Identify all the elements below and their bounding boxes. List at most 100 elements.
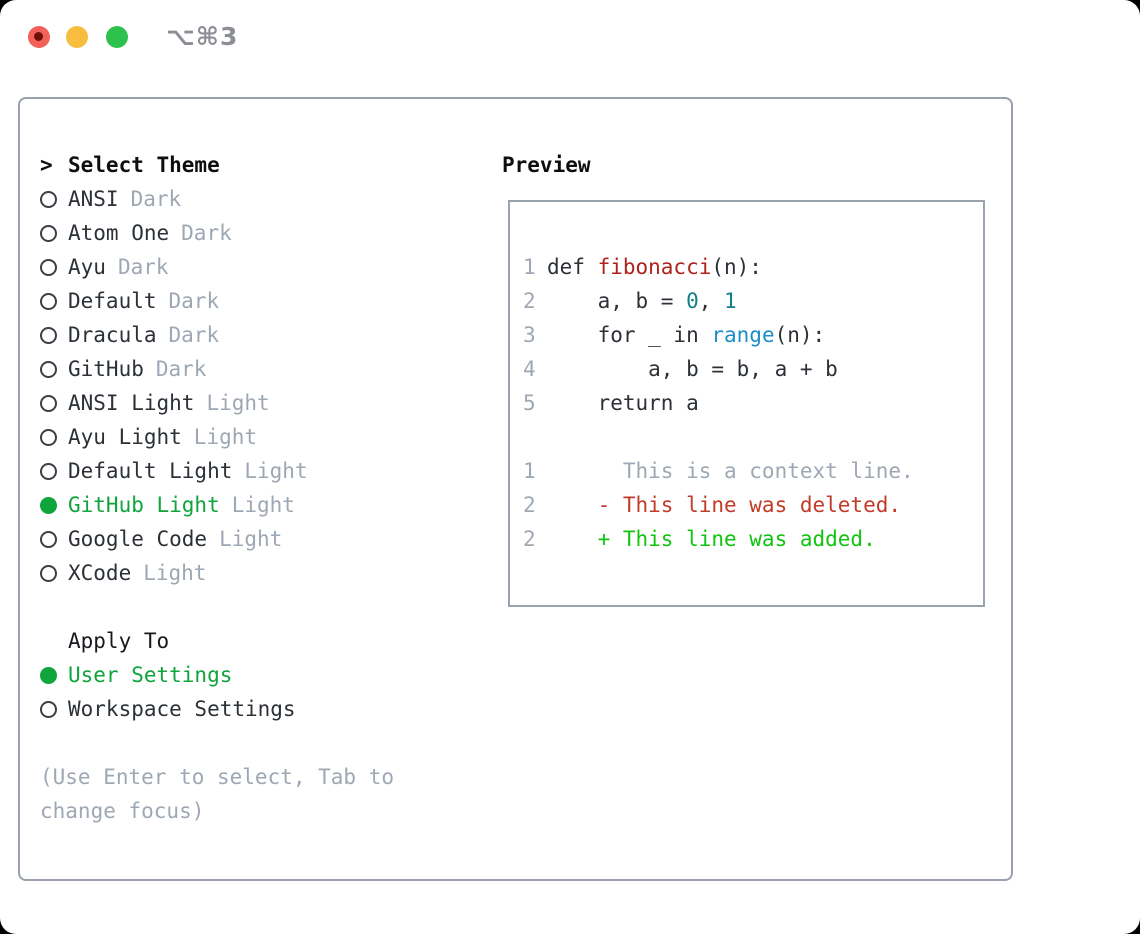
preview-line: 3 for _ in range(n): <box>523 318 914 352</box>
theme-option[interactable]: GitHub Dark <box>40 352 480 386</box>
minimize-button[interactable] <box>66 26 88 48</box>
radio-icon <box>40 428 57 446</box>
variant-tag: Light <box>231 493 295 517</box>
spacer <box>40 590 480 624</box>
variant-tag: Light <box>193 425 258 449</box>
line-number: 1 <box>523 459 536 483</box>
preview-title: Preview <box>502 153 591 177</box>
theme-option[interactable]: ANSI Light Light <box>40 386 480 420</box>
preview-line: 2 - This line was deleted. <box>523 488 914 522</box>
cursor-icon: > <box>40 153 53 177</box>
theme-option[interactable]: Default Light Light <box>40 454 480 488</box>
option-label: Dracula <box>68 323 157 347</box>
code-token: , <box>698 289 725 313</box>
code-token: 1 <box>724 289 737 313</box>
theme-option[interactable]: Ayu Dark <box>40 250 480 284</box>
theme-option[interactable]: Atom One Dark <box>40 216 480 250</box>
radio-icon <box>40 530 57 548</box>
code-token: This is a context line. <box>547 459 914 483</box>
spacer <box>40 726 480 760</box>
radio-icon <box>40 394 57 412</box>
radio-icon <box>40 360 57 378</box>
theme-option[interactable]: Ayu Light Light <box>40 420 480 454</box>
code-token: (n): <box>774 323 826 347</box>
variant-tag: Dark <box>117 255 169 279</box>
preview-line: 1 def fibonacci(n): <box>523 250 914 284</box>
code-token: + This line was added. <box>547 527 876 551</box>
title-bar: ⌥⌘3 <box>0 0 1140 74</box>
option-label: ANSI <box>68 187 119 211</box>
select-theme-header: Select Theme <box>68 153 220 177</box>
code-token: a, b = <box>547 289 687 313</box>
option-label: GitHub Light <box>68 493 220 517</box>
line-number: 2 <box>523 493 536 517</box>
option-label: Atom One <box>68 221 170 245</box>
radio-icon <box>40 292 57 310</box>
close-button[interactable] <box>28 26 50 48</box>
code-token: def <box>547 255 598 279</box>
line-number: 4 <box>523 357 536 381</box>
apply-to-header-row: Apply To <box>40 624 480 658</box>
preview-line: 2 + This line was added. <box>523 522 914 556</box>
line-number: 1 <box>523 255 536 279</box>
apply-to-option-selected[interactable]: User Settings <box>40 658 480 692</box>
radio-icon <box>40 564 57 582</box>
option-label: User Settings <box>68 663 233 687</box>
theme-option-selected[interactable]: GitHub Light Light <box>40 488 480 522</box>
variant-tag: Dark <box>130 187 182 211</box>
code-token: 0 <box>686 289 699 313</box>
line-number: 2 <box>523 289 536 313</box>
option-label: Ayu Light <box>68 425 182 449</box>
radio-icon <box>40 462 57 480</box>
option-label: Ayu <box>68 255 106 279</box>
select-theme-header-row: > Select Theme <box>40 148 480 182</box>
preview-line: 4 a, b = b, a + b <box>523 352 914 386</box>
preview-line: 1 This is a context line. <box>523 454 914 488</box>
line-number: 2 <box>523 527 536 551</box>
radio-selected-icon <box>40 496 57 514</box>
option-label: Google Code <box>68 527 208 551</box>
theme-option[interactable]: ANSI Dark <box>40 182 480 216</box>
variant-tag: Light <box>244 459 308 483</box>
theme-option[interactable]: Default Dark <box>40 284 480 318</box>
option-label: GitHub <box>68 357 144 381</box>
variant-tag: Light <box>206 391 270 415</box>
line-number: 3 <box>523 323 536 347</box>
variant-tag: Dark <box>155 357 207 381</box>
code-token: range <box>711 323 775 347</box>
option-label: Workspace Settings <box>68 697 296 721</box>
radio-icon <box>40 326 57 344</box>
code-token: return a <box>547 391 699 415</box>
variant-tag: Light <box>219 527 283 551</box>
apply-to-option[interactable]: Workspace Settings <box>40 692 480 726</box>
close-dot-icon <box>34 32 43 41</box>
code-token: - This line was deleted. <box>547 493 902 517</box>
option-label: XCode <box>68 561 132 585</box>
zoom-button[interactable] <box>106 26 128 48</box>
radio-icon <box>40 190 57 208</box>
code-token: for _ in <box>547 323 712 347</box>
window-title: ⌥⌘3 <box>166 22 239 51</box>
variant-tag: Dark <box>168 289 220 313</box>
option-label: ANSI Light <box>68 391 195 415</box>
code-token: fibonacci <box>597 255 712 279</box>
option-label: Default Light <box>68 459 233 483</box>
theme-option[interactable]: Google Code Light <box>40 522 480 556</box>
hint-line-1: (Use Enter to select, Tab to <box>40 765 395 789</box>
apply-to-header: Apply To <box>68 629 170 653</box>
code-token: a, b = b, a + b <box>547 357 838 381</box>
radio-selected-icon <box>40 666 57 684</box>
variant-tag: Dark <box>181 221 232 245</box>
radio-icon <box>40 700 57 718</box>
option-label: Default <box>68 289 157 313</box>
line-number: 5 <box>523 391 536 415</box>
code-token: (n): <box>711 255 762 279</box>
